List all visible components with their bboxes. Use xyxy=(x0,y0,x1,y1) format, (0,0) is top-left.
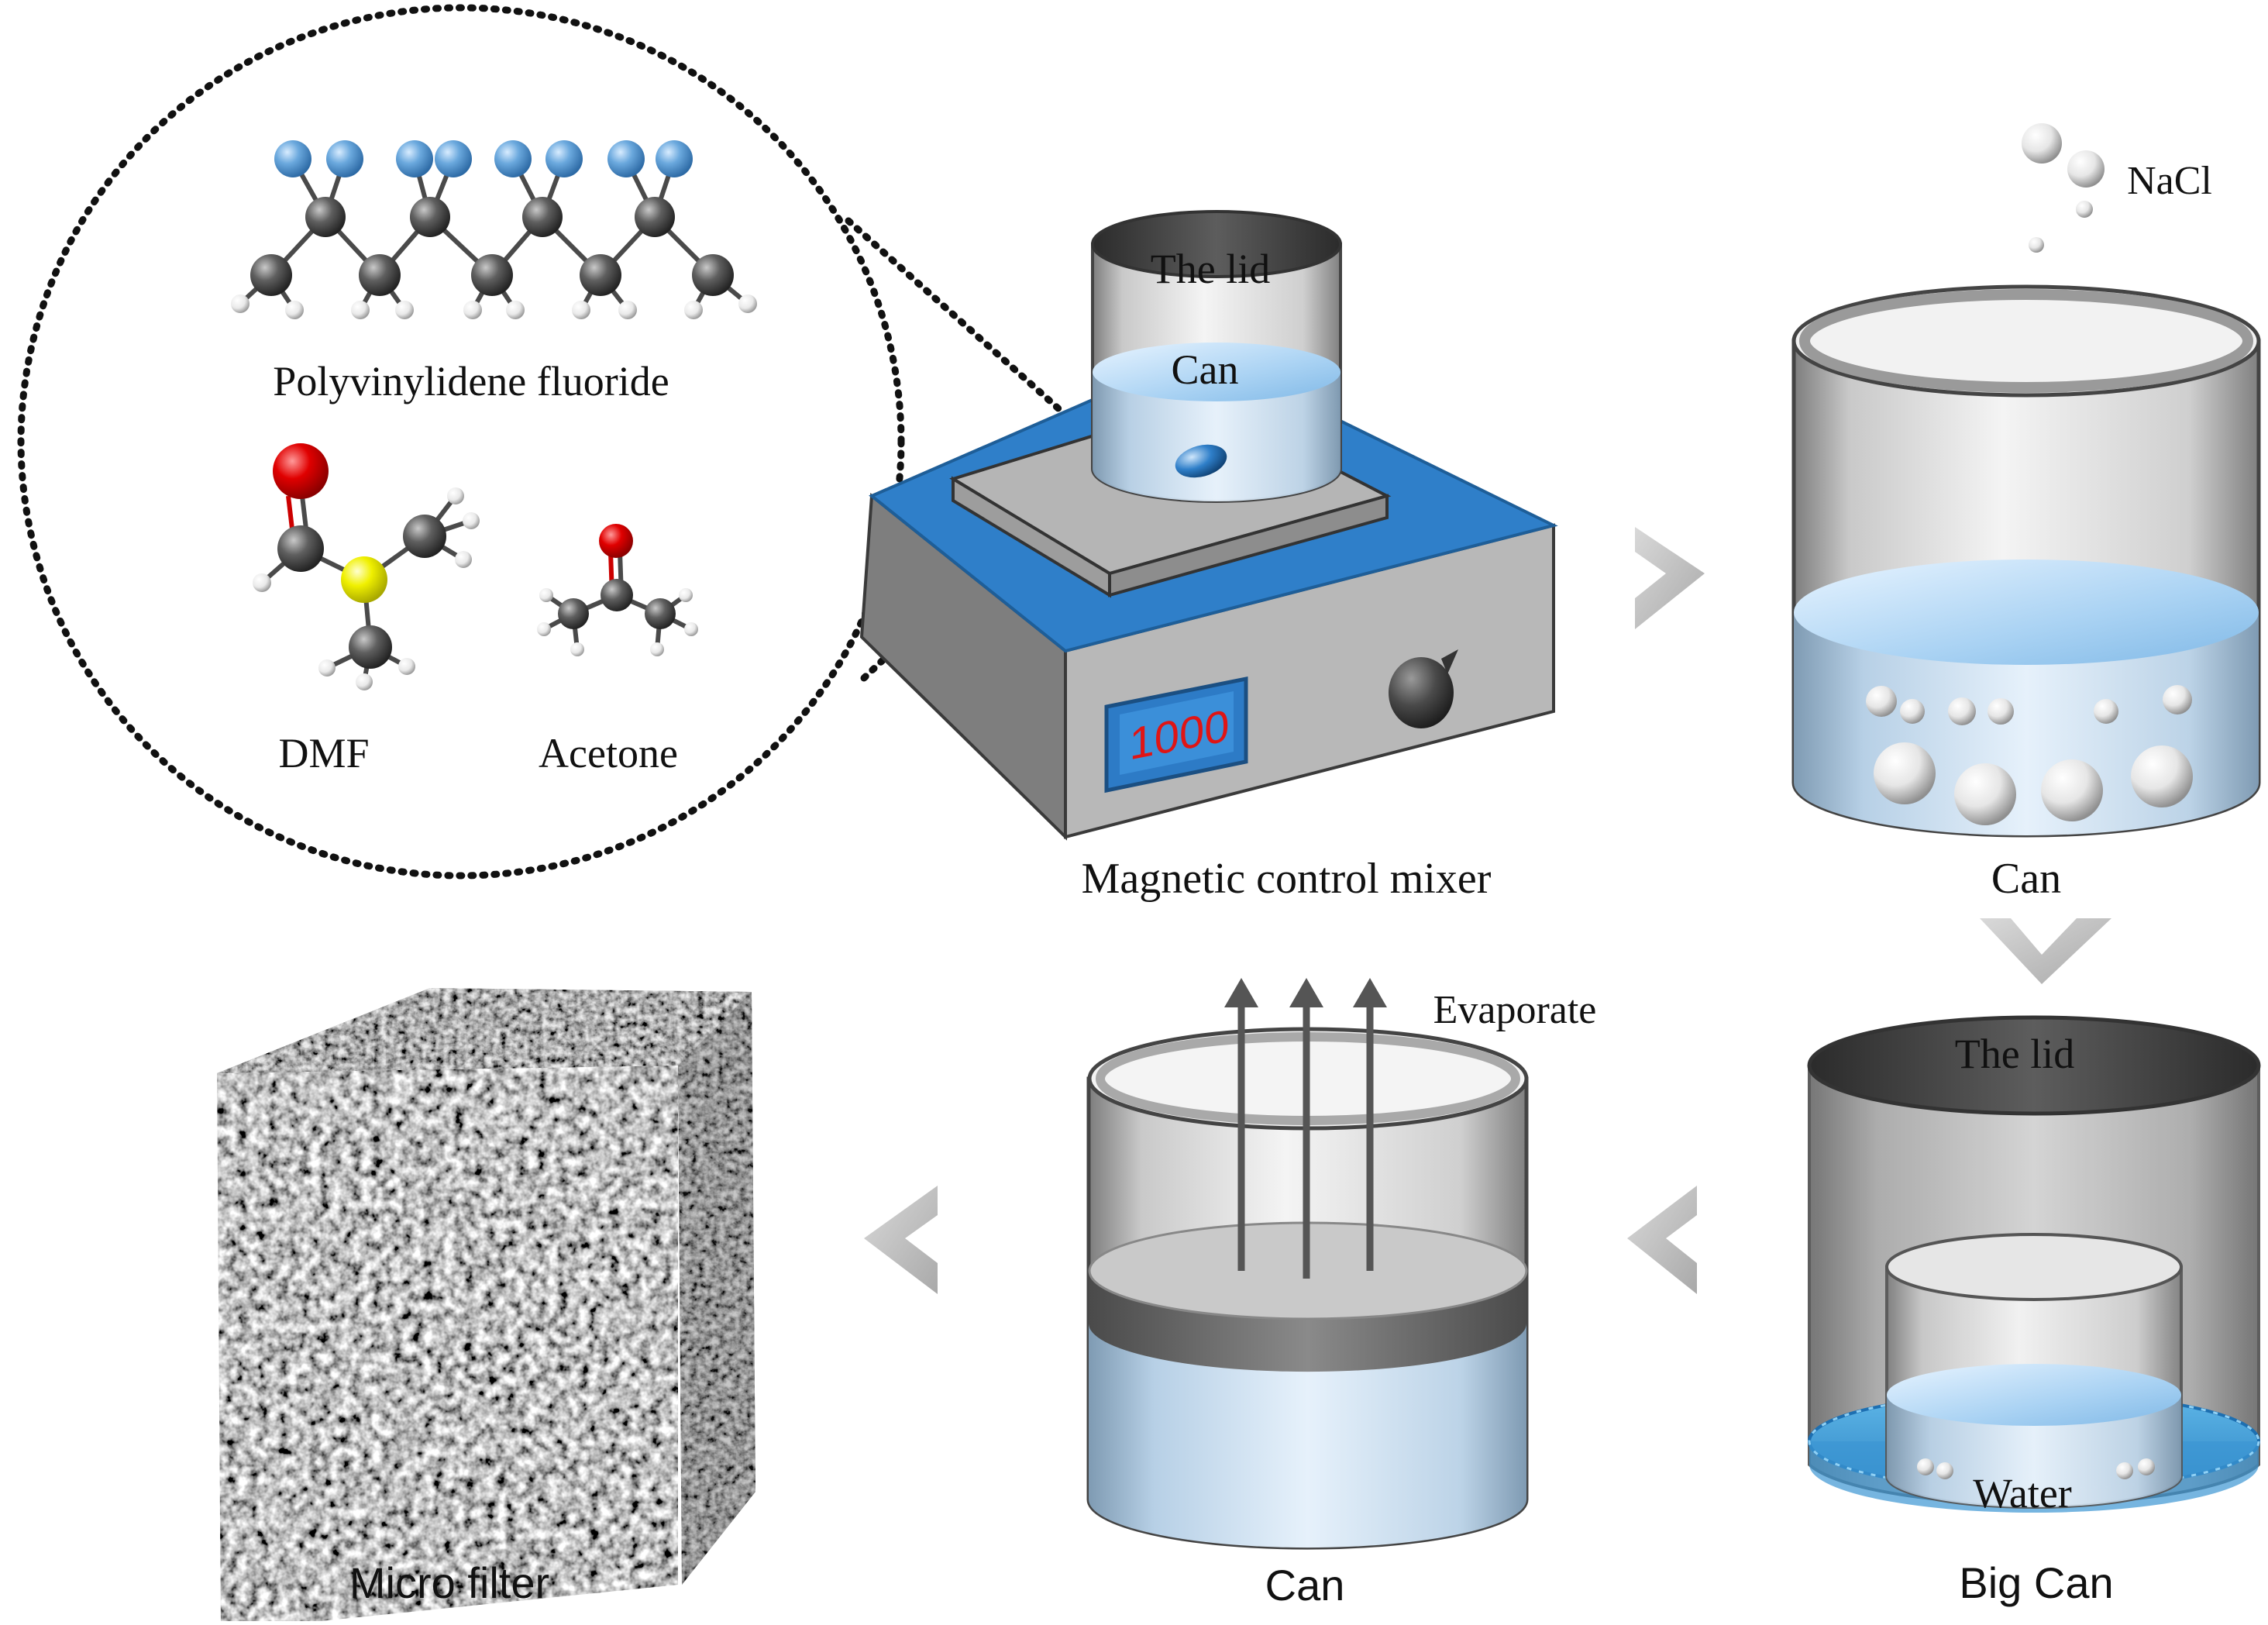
mixer-lid-label: The lid xyxy=(1151,246,1270,292)
salt-can xyxy=(1791,284,2261,838)
mixer-knob[interactable] xyxy=(1389,649,1458,728)
mixer-caption: Magnetic control mixer xyxy=(1082,855,1492,903)
mixer-can xyxy=(1091,210,1342,503)
salt-can-caption: Can xyxy=(1991,855,2061,903)
flow-arrow-right xyxy=(1635,527,1705,629)
pvdf-label: Polyvinylidene fluoride xyxy=(273,358,669,405)
pvdf-molecule xyxy=(231,140,757,319)
acetone-molecule xyxy=(537,524,698,656)
dmf-molecule xyxy=(253,443,480,690)
mixer-can-label: Can xyxy=(1172,346,1239,393)
big-can xyxy=(1807,1015,2261,1513)
cube-side-texture xyxy=(678,992,755,1585)
dmf-label: DMF xyxy=(278,730,369,776)
nacl-label: NaCl xyxy=(2127,159,2212,203)
flow-arrow-left-upper xyxy=(864,1186,938,1294)
water-label: Water xyxy=(1973,1470,2072,1517)
big-can-caption: Big Can xyxy=(1959,1558,2113,1607)
nacl-particles xyxy=(2022,123,2105,253)
evaporate-can-caption: Can xyxy=(1265,1561,1345,1610)
acetone-label: Acetone xyxy=(539,730,678,776)
flow-arrow-left-lower xyxy=(1627,1186,1697,1294)
flow-arrow-down xyxy=(1980,918,2111,984)
micro-filter-caption: Micro filter xyxy=(349,1558,549,1607)
big-can-lid-label: The lid xyxy=(1955,1031,2074,1077)
evaporation-arrows xyxy=(1224,978,1387,1279)
micro-filter-cube xyxy=(217,988,755,1625)
evaporate-label: Evaporate xyxy=(1433,988,1597,1032)
salt-crystals xyxy=(1866,685,2193,825)
evaporate-can xyxy=(1086,978,1529,1550)
